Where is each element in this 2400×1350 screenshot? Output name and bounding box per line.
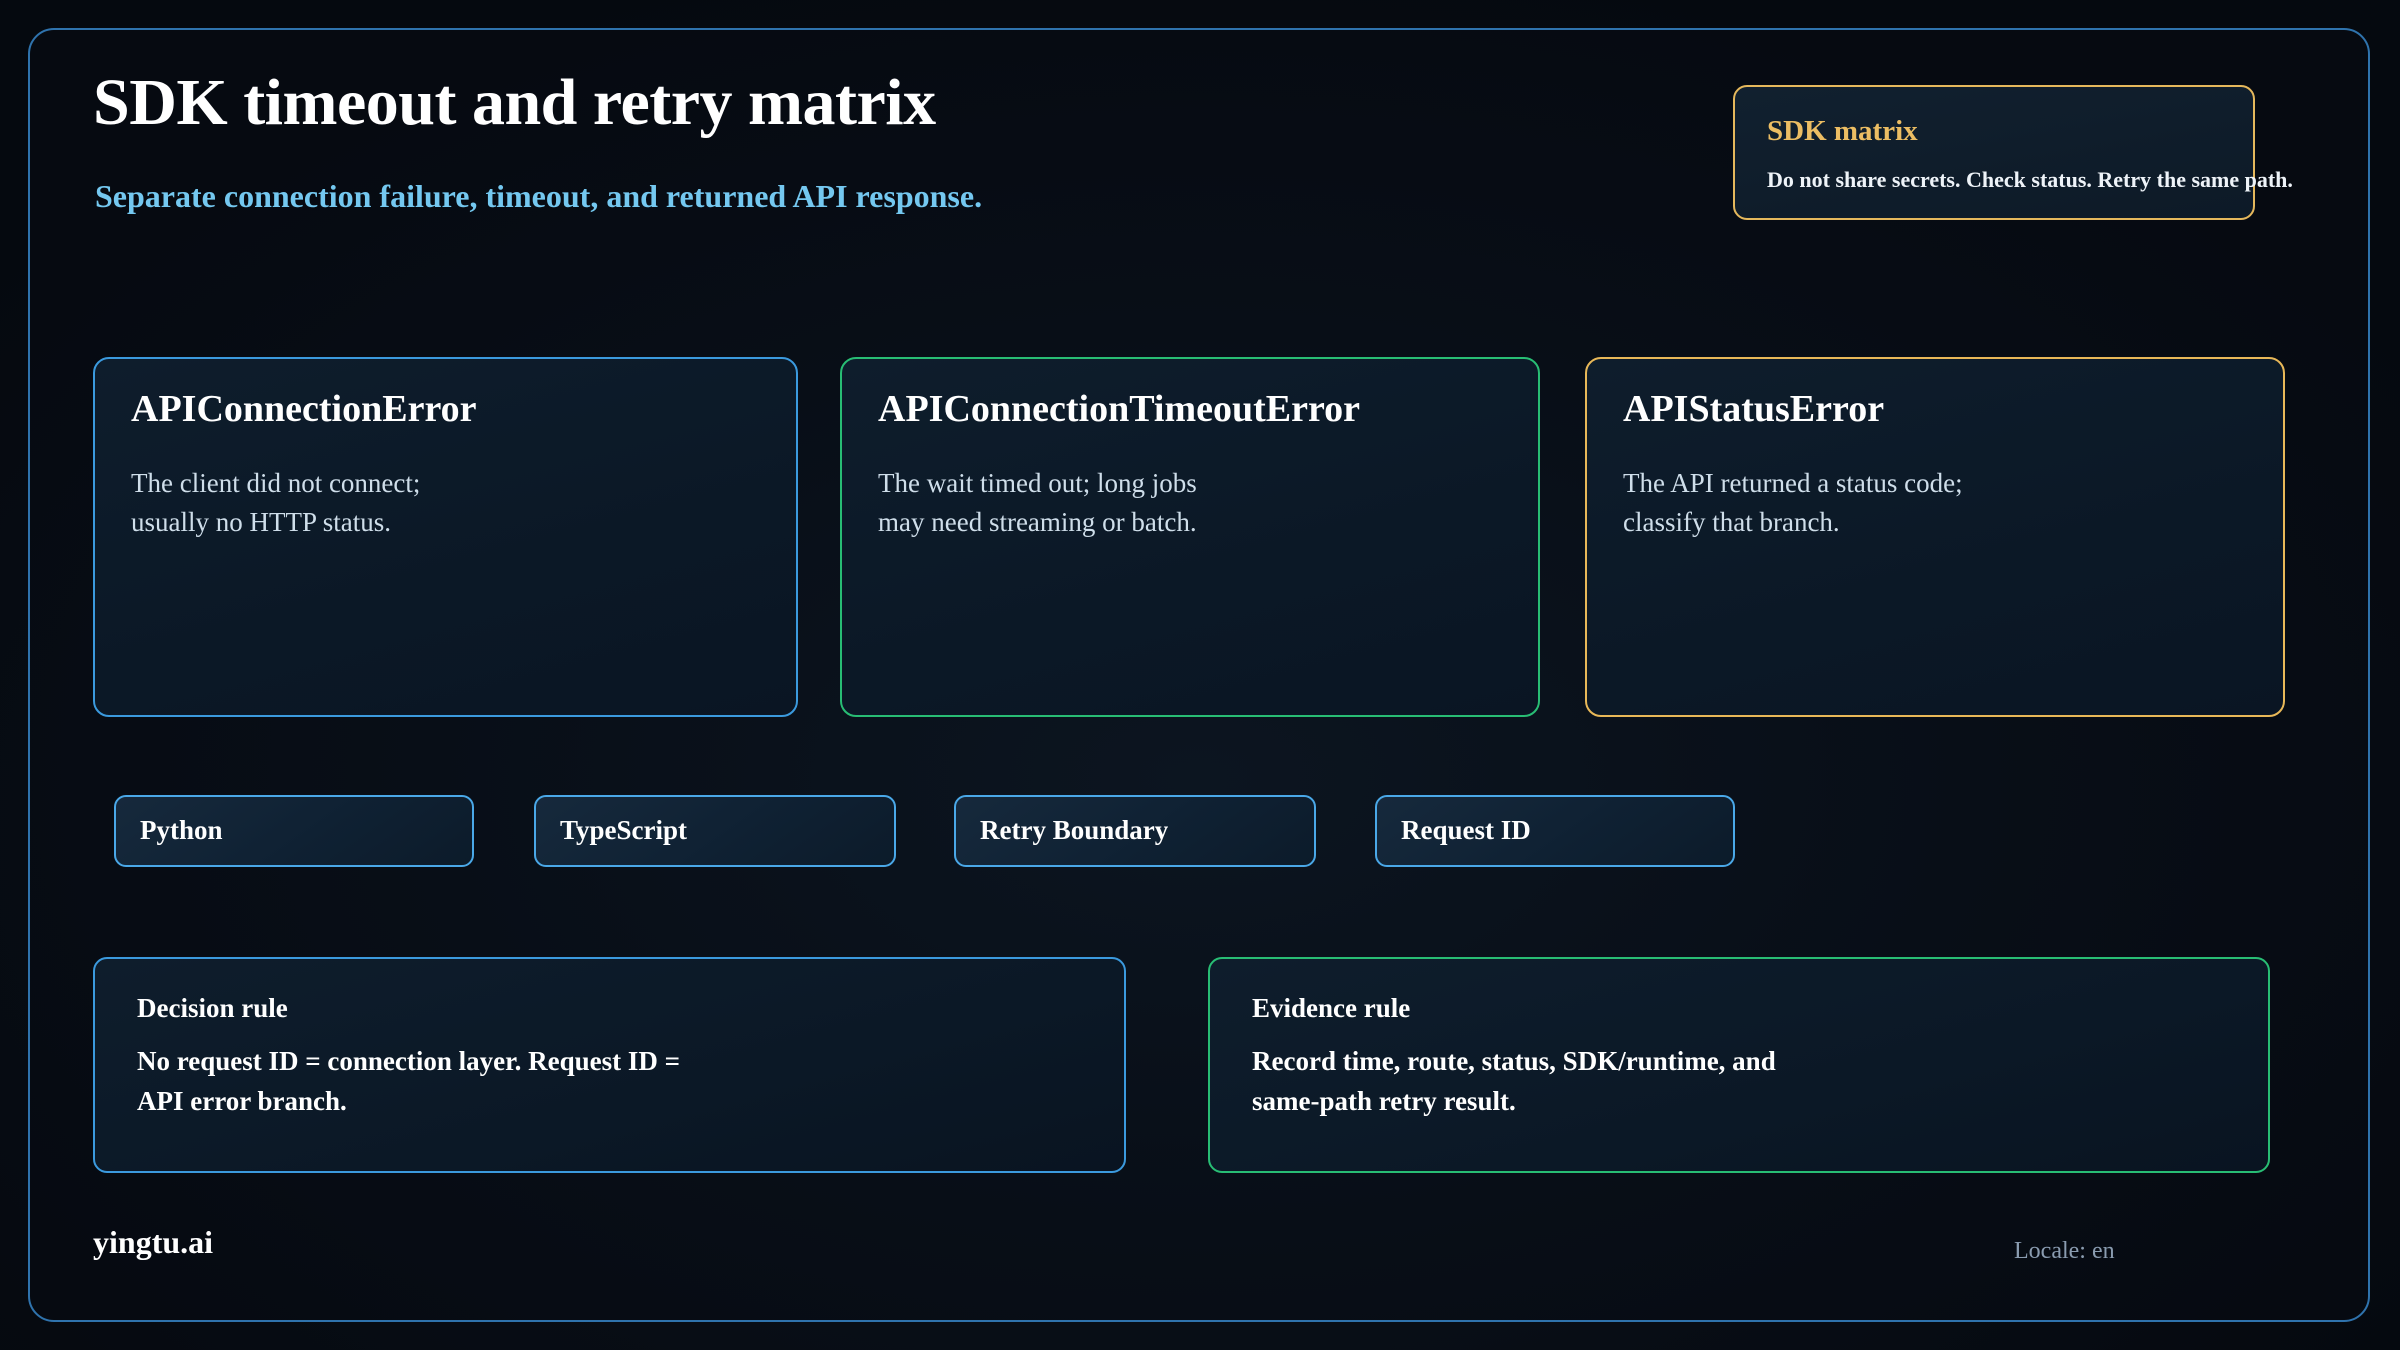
- chip-label: Python: [140, 814, 223, 845]
- error-card-api-connection-timeout-error[interactable]: APIConnectionTimeoutError The wait timed…: [840, 357, 1540, 717]
- footer-brand: yingtu.ai: [93, 1224, 214, 1260]
- page-title: SDK timeout and retry matrix: [93, 66, 936, 139]
- chip-python[interactable]: Python: [114, 795, 474, 867]
- rule-title: Evidence rule: [1252, 993, 1411, 1023]
- badge-text: Do not share secrets. Check status. Retr…: [1767, 167, 2293, 192]
- chip-request-id[interactable]: Request ID: [1375, 795, 1735, 867]
- card-body: The client did not connect; usually no H…: [131, 468, 421, 537]
- rule-title: Decision rule: [137, 993, 288, 1023]
- page-subtitle: Separate connection failure, timeout, an…: [95, 178, 983, 214]
- badge-title: SDK matrix: [1767, 115, 1918, 147]
- card-title: APIConnectionError: [131, 388, 477, 430]
- card-body: The API returned a status code; classify…: [1623, 468, 1963, 537]
- error-card-api-connection-error[interactable]: APIConnectionError The client did not co…: [93, 357, 798, 717]
- card-title: APIConnectionTimeoutError: [878, 388, 1361, 430]
- card-body: The wait timed out; long jobs may need s…: [878, 468, 1197, 537]
- chip-label: Retry Boundary: [980, 814, 1169, 845]
- rule-body: No request ID = connection layer. Reques…: [137, 1046, 681, 1117]
- chip-label: Request ID: [1401, 814, 1531, 845]
- rule-body: Record time, route, status, SDK/runtime,…: [1252, 1046, 1776, 1117]
- card-title: APIStatusError: [1623, 388, 1885, 430]
- chip-label: TypeScript: [560, 814, 687, 845]
- error-card-api-status-error[interactable]: APIStatusError The API returned a status…: [1585, 357, 2285, 717]
- footer-locale: Locale: en: [2014, 1238, 2115, 1264]
- sdk-matrix-badge: [1733, 85, 2255, 220]
- decision-rule-box: Decision rule No request ID = connection…: [93, 957, 1126, 1173]
- evidence-rule-box: Evidence rule Record time, route, status…: [1208, 957, 2270, 1173]
- chip-retry-boundary[interactable]: Retry Boundary: [954, 795, 1316, 867]
- chip-typescript[interactable]: TypeScript: [534, 795, 896, 867]
